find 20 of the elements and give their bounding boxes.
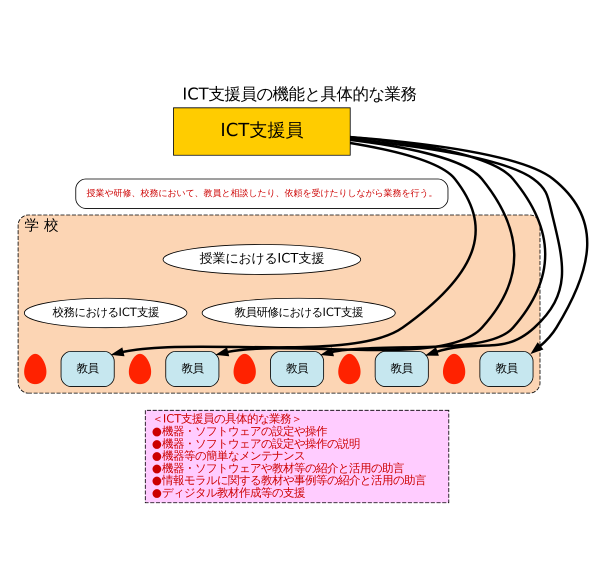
node-person: [234, 353, 256, 384]
node-ellipse: 教員研修におけるICT支援: [202, 297, 396, 328]
arrow: [320, 135, 546, 356]
arrow: [110, 141, 477, 356]
node-box: 教員: [479, 350, 534, 386]
node-box: ＜ICT支援員の具体的な業務＞ ●機器・ソフトウェアの設定や操作 ●機器・ソフトウェアの設定や操作の説明 ●機器等の簡単なメンテナンス ●機器・ソフトウェアや教材等の紹介と活用の助言 ●情報モラルに関する教材や事例等の紹介と活用の助言 ●ディジタル教材作成等の支援: [144, 409, 450, 503]
node-person: [442, 353, 466, 384]
node-person: [338, 353, 361, 384]
node-ellipse: 授業におけるICT支援: [162, 244, 362, 274]
diagram-title: ICT支援員の機能と具体的な業務: [182, 84, 417, 104]
node-box: 教員: [270, 350, 324, 386]
node-person: [24, 353, 46, 384]
arrow: [215, 138, 516, 356]
node-box: ICT支援員: [173, 106, 351, 156]
node-box: 教員: [165, 350, 220, 386]
node-box: 教員: [374, 350, 429, 386]
node-box: 授業や研修、校務において、教員と相談したり、依頼を受けたりしながら業務を行う。: [75, 178, 448, 208]
node-ellipse: 校務におけるICT支援: [24, 297, 188, 328]
node-person: [128, 353, 152, 384]
node-box: 教員: [60, 350, 115, 386]
